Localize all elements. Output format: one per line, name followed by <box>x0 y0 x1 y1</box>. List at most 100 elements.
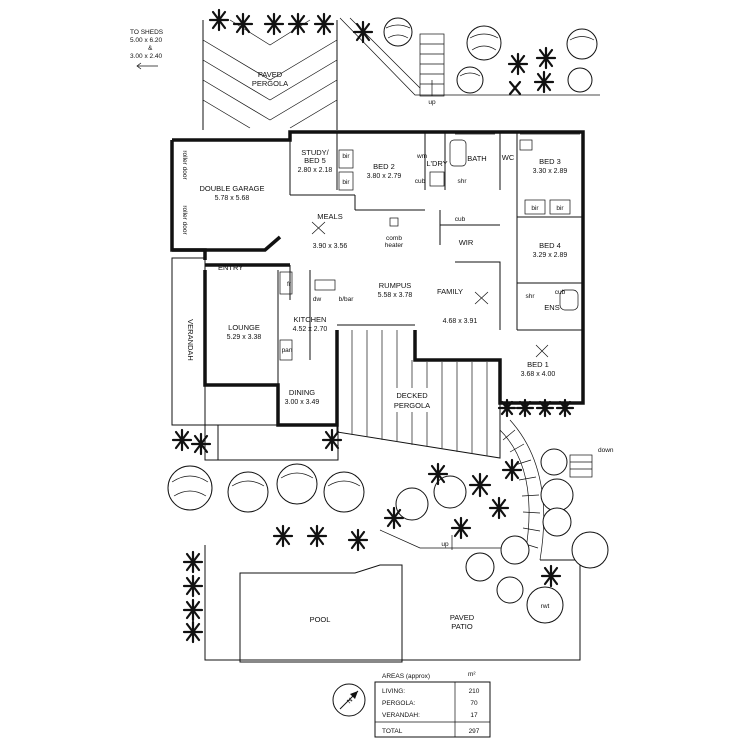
wc-label: WC <box>502 153 515 162</box>
wm-label: wm <box>416 153 427 160</box>
areas-title: AREAS (approx) <box>382 673 430 680</box>
tree-icon <box>456 66 484 94</box>
ldry-label: L'DRY <box>426 159 447 168</box>
tree-icon <box>227 471 269 513</box>
bed1-name: BED 1 <box>527 360 549 369</box>
tree-icon <box>465 552 495 582</box>
cub-label-ldry: cub <box>415 178 426 185</box>
tree-icon <box>276 463 318 505</box>
paved-pergola-label-2: PERGOLA <box>252 79 288 88</box>
palm-icon <box>497 398 517 418</box>
areas-unit: m² <box>468 671 476 678</box>
palm-icon <box>232 12 254 36</box>
study-name: STUDY/ <box>301 148 329 157</box>
areas-total-label: TOTAL <box>382 728 403 735</box>
tree-icon <box>567 67 593 93</box>
north-label: N <box>346 697 354 705</box>
palm-icon <box>535 398 555 418</box>
palm-icon <box>427 462 449 486</box>
areas-total-value: 297 <box>469 728 480 735</box>
areas-row-pergola-value: 70 <box>470 700 478 707</box>
tree-icon <box>323 471 365 513</box>
landscape <box>167 8 609 644</box>
cub-label-wir: cub <box>455 216 466 223</box>
pantry-label: pan <box>282 347 293 354</box>
family-dims: 4.68 x 3.91 <box>443 318 478 325</box>
verandah-label: VERANDAH <box>186 319 195 361</box>
roller-door-1: roller door <box>181 150 188 180</box>
cub-label-ens: cub <box>555 289 566 296</box>
areas-row-living-value: 210 <box>469 688 480 695</box>
down-label: down <box>598 447 614 454</box>
palm-icon <box>468 472 492 498</box>
tree-icon <box>500 535 530 565</box>
study-name2: BED 5 <box>304 156 326 165</box>
palm-icon <box>313 12 335 36</box>
paved-patio-label-2: PATIO <box>451 622 473 631</box>
lounge-dims: 5.29 x 3.38 <box>227 334 262 341</box>
palm-icon <box>555 398 575 418</box>
curved-steps: down up <box>441 419 614 561</box>
dining-dims: 3.00 x 3.49 <box>285 399 320 406</box>
wir-label: WIR <box>459 238 474 247</box>
entry-label: ENTRY <box>218 263 243 272</box>
tree-icon <box>383 17 413 47</box>
fixtures <box>279 139 579 361</box>
palm-icon <box>190 432 212 456</box>
decked-pergola-label-2: PERGOLA <box>394 401 430 410</box>
palm-icon <box>182 620 204 644</box>
tree-icon <box>433 475 467 509</box>
tree-icon <box>542 507 572 537</box>
verandah: VERANDAH <box>171 257 206 426</box>
palm-icon <box>321 428 343 452</box>
rumpus-dims: 5.58 x 3.78 <box>378 292 413 299</box>
palm-icon <box>171 428 193 452</box>
dining-name: DINING <box>289 388 315 397</box>
fridge-label: fr <box>287 281 292 288</box>
palm-icon <box>347 528 369 552</box>
tree-icon <box>496 576 524 604</box>
palm-icon <box>533 70 555 94</box>
paved-pergola-label-1: PAVED <box>258 70 283 79</box>
bir-label-bed5: bir <box>342 153 350 160</box>
kitchen-name: KITCHEN <box>294 315 327 324</box>
shr-label-bath: shr <box>457 178 467 185</box>
bed2-name: BED 2 <box>373 162 395 171</box>
dishwasher-label: dw <box>313 296 322 303</box>
bir-label-bed3: bir <box>531 205 539 212</box>
ceiling-fans <box>311 221 549 358</box>
up-label-bottom: up <box>441 541 449 548</box>
meals-dims: 3.90 x 3.56 <box>313 243 348 250</box>
sheds-note: TO SHEDS 5.00 x 6.20 & 3.00 x 2.40 <box>130 29 164 70</box>
bed2-dims: 3.80 x 2.79 <box>367 173 402 180</box>
sheds-note-line4: 3.00 x 2.40 <box>130 53 163 60</box>
palm-icon <box>515 398 535 418</box>
up-label-top: up <box>428 99 436 106</box>
study-dims: 2.80 x 2.18 <box>298 167 333 174</box>
sheds-note-line1: TO SHEDS <box>130 29 164 36</box>
tree-icon <box>540 478 574 512</box>
palm-icon <box>383 506 405 530</box>
meals-name: MEALS <box>317 212 342 221</box>
tree-icon <box>466 25 502 61</box>
kitchen-dims: 4.52 x 2.70 <box>293 326 328 333</box>
shr-label-ens: shr <box>525 293 535 300</box>
palm-icon <box>182 598 204 622</box>
palm-icon <box>263 12 285 36</box>
tree-icon <box>566 28 598 60</box>
areas-table: AREAS (approx) m² LIVING: 210 PERGOLA: 7… <box>374 671 491 738</box>
rwt-label: rwt <box>541 603 550 610</box>
bed3-dims: 3.30 x 2.89 <box>533 168 568 175</box>
tree-icon <box>395 487 429 521</box>
bar-label: b/bar <box>339 296 355 303</box>
pool-area: POOL PAVED PATIO rwt <box>204 529 581 663</box>
garage-name: DOUBLE GARAGE <box>199 184 264 193</box>
room-labels: DOUBLE GARAGE 5.78 x 5.68 roller door ro… <box>181 148 567 406</box>
palm-icon <box>540 564 562 588</box>
palm-icon <box>535 46 557 70</box>
areas-row-pergola-label: PERGOLA: <box>382 700 415 707</box>
top-steps: up <box>419 33 445 106</box>
palm-icon <box>352 20 374 44</box>
bed1-dims: 3.68 x 4.00 <box>521 371 556 378</box>
